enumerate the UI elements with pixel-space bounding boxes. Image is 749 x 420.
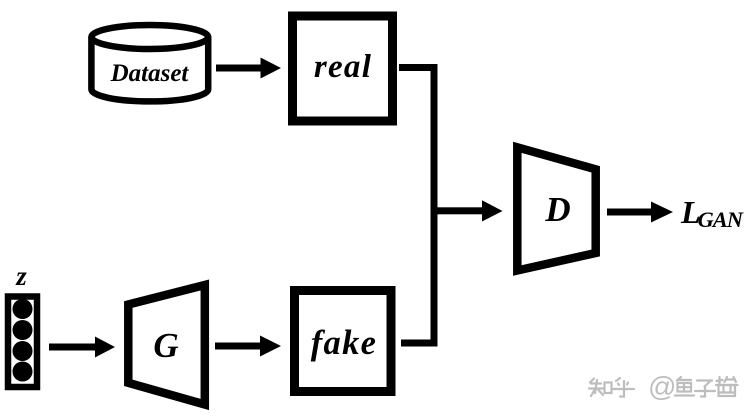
svg-text:D: D [544, 190, 570, 229]
svg-text:@: @ [648, 371, 676, 402]
svg-text:L: L [680, 194, 701, 230]
svg-text:Dataset: Dataset [110, 60, 190, 87]
svg-text:z: z [15, 261, 27, 291]
svg-text:GAN: GAN [698, 207, 744, 232]
svg-text:real: real [314, 49, 372, 85]
svg-text:G: G [153, 326, 178, 365]
svg-text:fake: fake [311, 324, 378, 362]
